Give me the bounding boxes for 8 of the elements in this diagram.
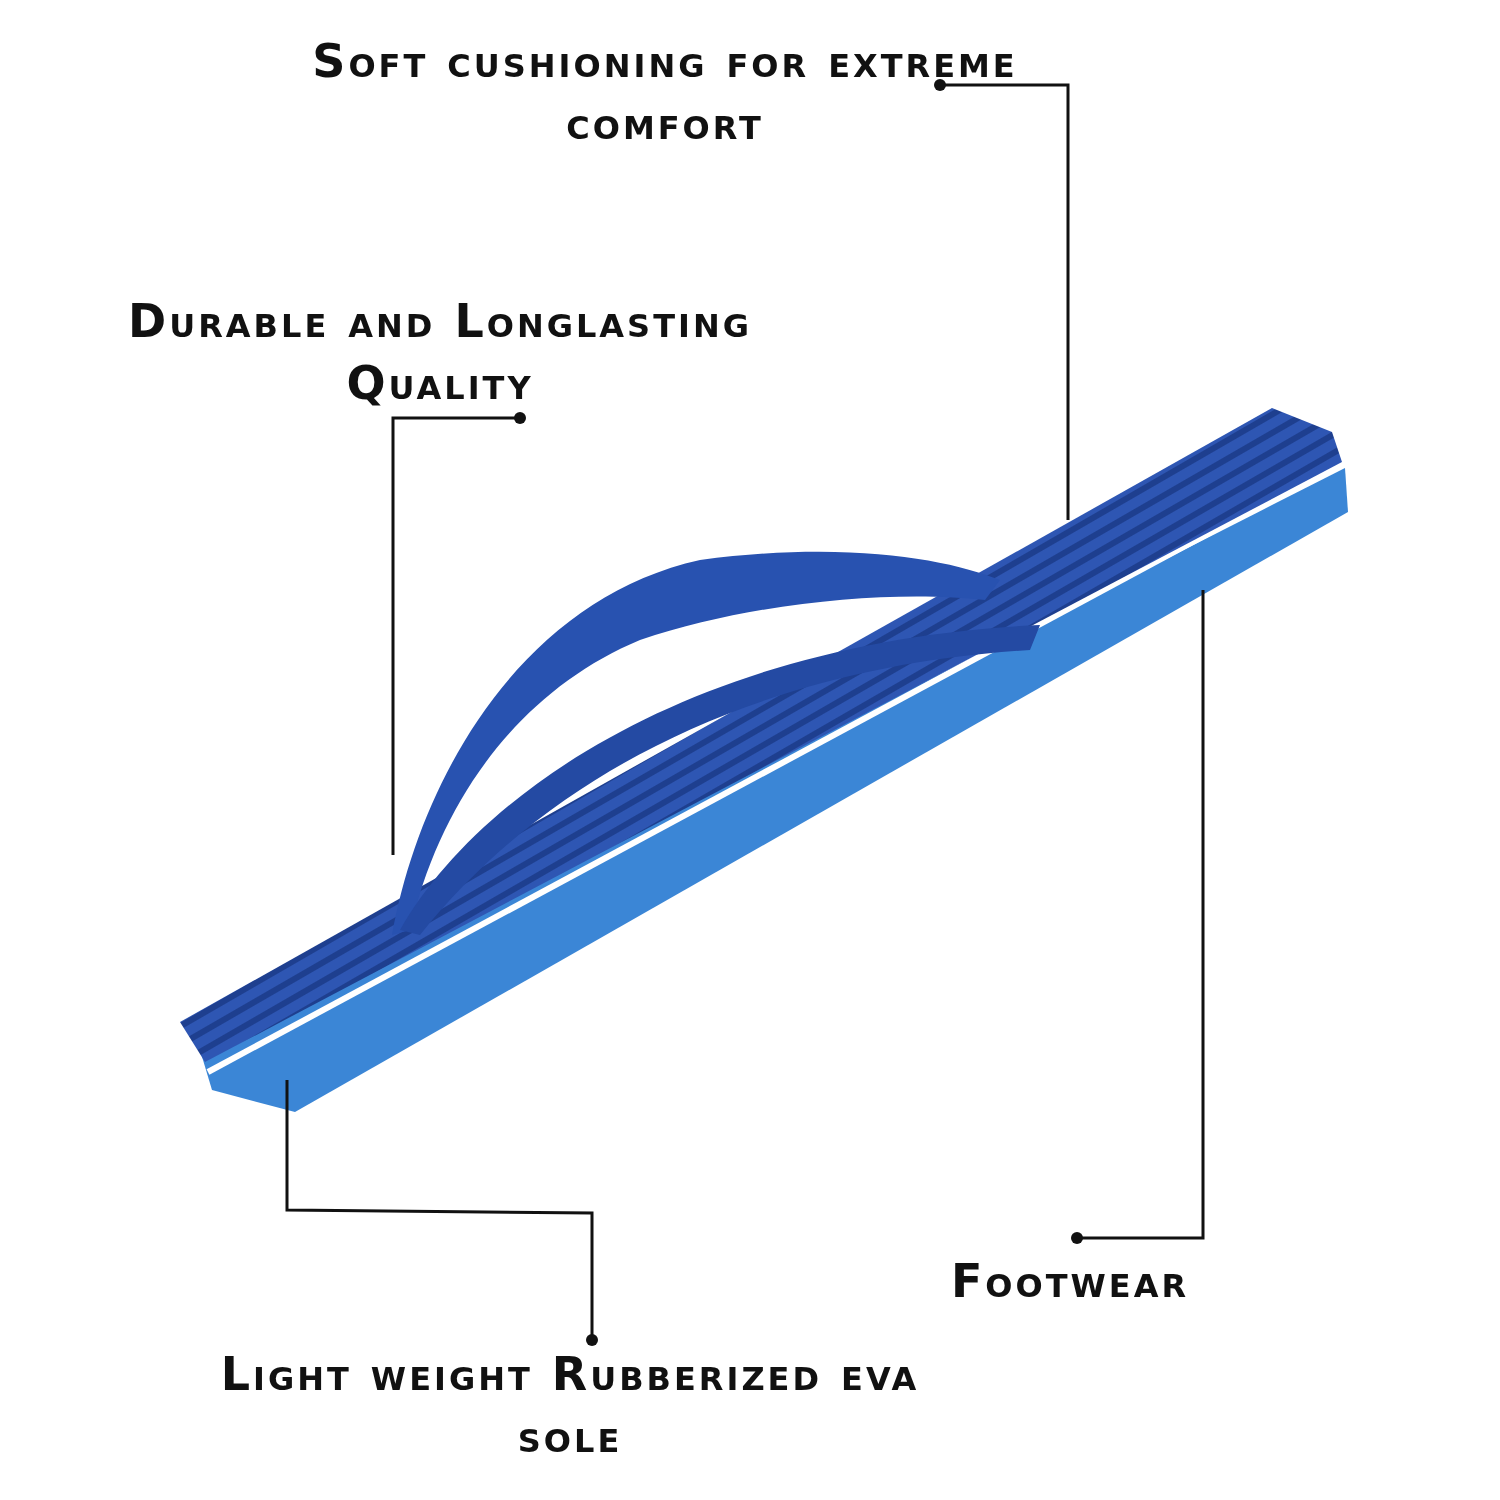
callout-text: Soft cushioning for extreme comfort	[311, 33, 1019, 152]
callout-text: Durable and Longlasting Quality	[127, 293, 753, 412]
leader-line	[285, 1080, 598, 1346]
leader-line	[1071, 590, 1205, 1244]
callout-text: Light weight Rubberized eva sole	[220, 1346, 920, 1465]
callout-text: Footwear	[949, 1253, 1191, 1310]
leader-line	[934, 79, 1070, 520]
leader-line	[391, 412, 526, 855]
